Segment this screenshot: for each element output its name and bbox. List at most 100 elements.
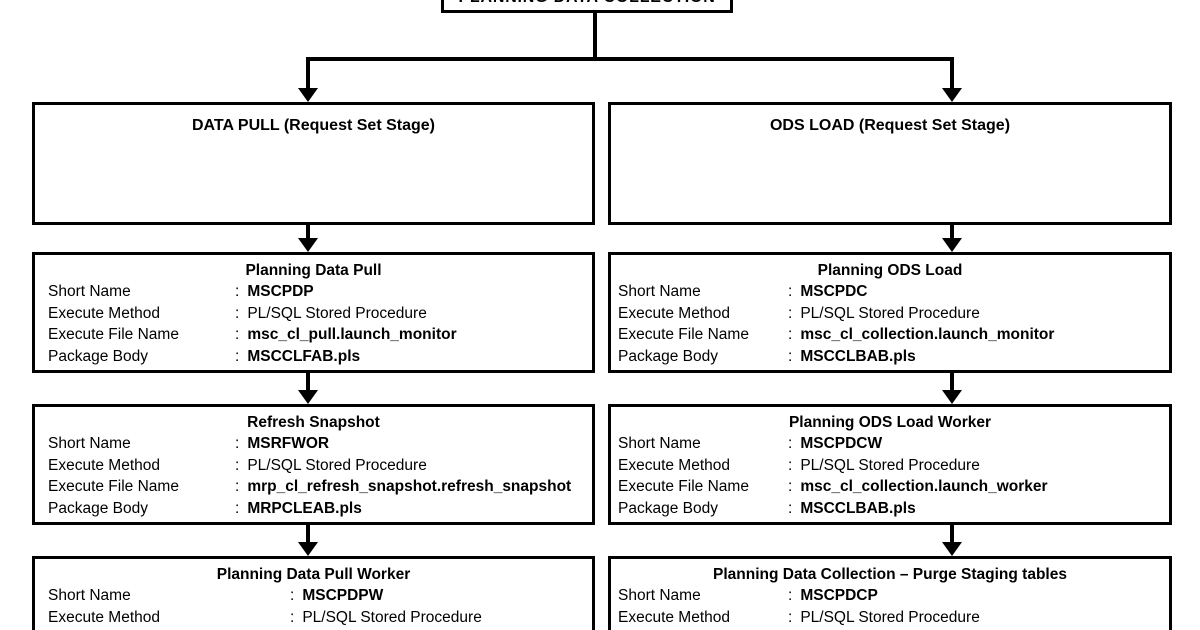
field-colon: : — [788, 283, 793, 300]
field-row: Execute Method:PL/SQL Stored Procedure — [35, 607, 592, 629]
field-colon: : — [290, 608, 295, 626]
stage-title: ODS LOAD (Request Set Stage) — [769, 117, 1011, 134]
field-colon: : — [788, 478, 793, 495]
connector-right-step2-line — [950, 372, 954, 390]
field-label: Execute Method — [618, 456, 731, 474]
step-title: Planning Data Collection – Purge Staging… — [713, 566, 1067, 583]
stage-title: DATA PULL (Request Set Stage) — [192, 117, 435, 134]
step-box-planning-ods-load-worker: Planning ODS Load Worker Short Name: MSCP… — [608, 404, 1172, 525]
field-value: MSCCLBAB.pls — [800, 499, 916, 517]
field-label: Short Name — [48, 435, 131, 452]
field-label: Execute File Name — [618, 478, 749, 495]
field-label: Execute Method — [48, 608, 161, 626]
field-row: Short Name:MSCPDPW — [35, 585, 592, 607]
field-label: Short Name — [48, 587, 131, 604]
field-colon: : — [788, 347, 793, 365]
field-label: Execute Method — [48, 456, 161, 474]
field-colon: : — [235, 499, 240, 517]
field-value: MSCPDCP — [800, 587, 878, 604]
connector-left-step2-line — [306, 372, 310, 390]
field-row: Package Body: MRPCLEAB.pls — [35, 498, 592, 520]
field-row: Package Body: MSCCLBAB.pls — [611, 346, 1169, 368]
field-colon: : — [788, 456, 793, 474]
connector-right-stage-line — [950, 57, 954, 88]
field-row: Execute Method: PL/SQL Stored Procedure — [35, 455, 592, 477]
field-colon: : — [235, 435, 240, 452]
field-row: Short Name: MSRFWOR — [35, 433, 592, 455]
field-label: Execute File Name — [48, 478, 179, 495]
field-row: Package Body: MSCCLBAB.pls — [611, 498, 1169, 520]
step-title: Planning Data Pull — [245, 262, 382, 279]
field-value: msc_cl_pull.launch_monitor — [247, 326, 457, 343]
arrowhead-down-icon — [942, 238, 962, 252]
step-title: Planning Data Pull Worker — [216, 566, 411, 583]
field-colon: : — [788, 304, 793, 322]
step-box-planning-data-pull-worker: Planning Data Pull Worker Short Name:MSC… — [32, 556, 595, 630]
connector-root-vertical-line — [593, 13, 597, 58]
arrowhead-down-icon — [942, 542, 962, 556]
stage-box-data-pull: DATA PULL (Request Set Stage) — [32, 102, 595, 225]
field-value: MSCPDC — [800, 283, 868, 300]
field-colon: : — [788, 587, 793, 604]
field-value: mrp_cl_refresh_snapshot.refresh_snapshot — [247, 478, 572, 495]
field-value: msc_cl_collection.launch_worker — [800, 478, 1048, 495]
field-label: Execute Method — [618, 608, 731, 626]
connector-branch-horizontal-line — [306, 57, 954, 61]
field-row: Short Name: MSCPDCW — [611, 433, 1169, 455]
step-box-planning-ods-load: Planning ODS Load Short Name:MSCPDC Exec… — [608, 252, 1172, 373]
field-row: Execute File Name: msc_cl_collection.laun… — [611, 476, 1169, 498]
field-colon: : — [788, 608, 793, 626]
field-colon: : — [235, 283, 240, 300]
field-colon: : — [235, 326, 240, 343]
field-colon: : — [235, 456, 240, 474]
arrowhead-down-icon — [942, 88, 962, 102]
field-value: PL/SQL Stored Procedure — [247, 456, 427, 474]
step-title: Planning ODS Load — [817, 262, 963, 279]
field-value: MRPCLEAB.pls — [247, 499, 362, 517]
field-label: Execute File Name — [48, 326, 179, 343]
arrowhead-down-icon — [942, 390, 962, 404]
field-row: Execute File Name: mrp_cl_refresh_snapsho… — [35, 476, 592, 498]
field-value: PL/SQL Stored Procedure — [800, 608, 980, 626]
field-colon: : — [235, 304, 240, 322]
connector-left-stage-line — [306, 57, 310, 88]
field-colon: : — [235, 347, 240, 365]
field-row: Package Body: MSCCLFAB.pls — [35, 346, 592, 368]
step-title: Planning ODS Load Worker — [788, 414, 992, 431]
field-row: Short Name: MSCPDP — [35, 281, 592, 303]
arrowhead-down-icon — [298, 390, 318, 404]
field-label: Execute File Name — [618, 326, 749, 343]
field-value: MSCCLFAB.pls — [247, 347, 361, 365]
connector-left-step1-line — [306, 224, 310, 238]
field-row: Short Name:MSCPDC — [611, 281, 1169, 303]
root-box-planning-data-collection: PLANNING DATA COLLECTION — [441, 0, 733, 13]
connector-right-step1-line — [950, 224, 954, 238]
field-value: MSCPDCW — [800, 435, 883, 452]
field-colon: : — [788, 499, 793, 517]
field-label: Short Name — [618, 435, 701, 452]
field-colon: : — [235, 478, 240, 495]
field-label: Short Name — [48, 283, 131, 300]
field-row: Execute Method:PL/SQL Stored Procedure — [611, 455, 1169, 477]
field-value: PL/SQL Stored Procedure — [800, 304, 980, 322]
arrowhead-down-icon — [298, 88, 318, 102]
field-row: Execute Method:PL/SQL Stored Procedure — [611, 303, 1169, 325]
field-value: MSRFWOR — [247, 435, 330, 452]
field-value: MSCCLBAB.pls — [800, 347, 916, 365]
field-label: Package Body — [48, 499, 148, 517]
field-row: Execute Method:PL/SQL Stored Procedure — [35, 303, 592, 325]
field-colon: : — [788, 435, 793, 452]
stage-box-ods-load: ODS LOAD (Request Set Stage) — [608, 102, 1172, 225]
field-row: Execute File Name:msc_cl_collection.laun… — [611, 324, 1169, 346]
arrowhead-down-icon — [298, 238, 318, 252]
field-label: Package Body — [48, 347, 148, 365]
field-value: msc_cl_collection.launch_monitor — [800, 326, 1055, 343]
field-row: Execute File Name: msc_cl_pull.launch_mon… — [35, 324, 592, 346]
root-title: PLANNING DATA COLLECTION — [458, 0, 715, 7]
field-label: Package Body — [618, 499, 718, 517]
step-box-purge-staging-tables: Planning Data Collection – Purge Staging… — [608, 556, 1172, 630]
field-label: Package Body — [618, 347, 718, 365]
field-value: MSCPDP — [247, 283, 314, 300]
field-row: Short Name:MSCPDCP — [611, 585, 1169, 607]
